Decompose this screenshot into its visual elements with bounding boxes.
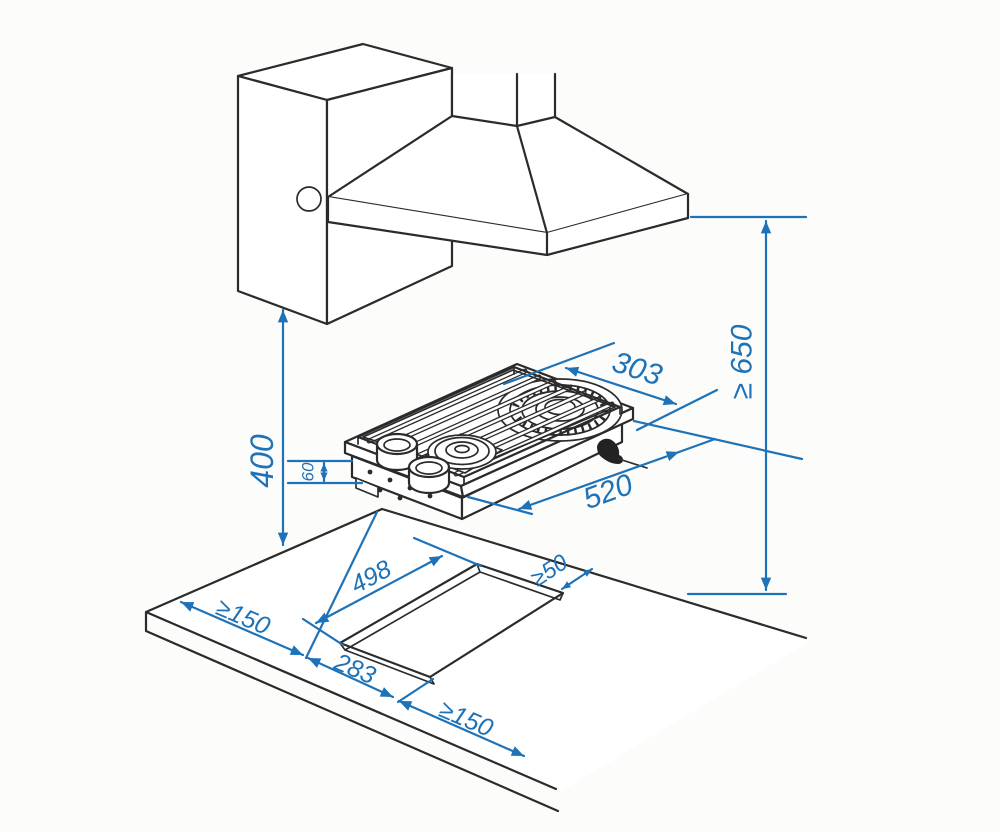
dim-line-520: [517, 450, 681, 511]
grate-corner-posts: [357, 366, 621, 485]
dim-worktop-to-cabinet-label: 400: [244, 434, 280, 488]
dim-line-150-left: [179, 600, 305, 657]
duct-hole-icon: [296, 186, 322, 212]
ext-line-303-right: [635, 388, 719, 432]
ext-line-520-right: [677, 437, 717, 454]
ext-line-520-left: [466, 495, 534, 516]
dim-line-498: [314, 554, 444, 625]
dim-hob-width-label: 520: [579, 468, 638, 516]
dim-hood-clearance-label: ≥ 650: [726, 324, 759, 399]
ext-line-hob-corner: [632, 419, 804, 461]
chimney-duct: [450, 72, 557, 128]
grate-bars: [366, 368, 615, 477]
dim-line-50: [560, 567, 594, 591]
ext-line-303-left: [502, 341, 616, 386]
hood-rim-edges: [326, 192, 690, 257]
dim-line-303: [564, 366, 678, 406]
control-knob-1: [375, 432, 419, 472]
dim-buildin-depth-label: 60: [299, 462, 318, 481]
ext-line-498-top: [412, 536, 483, 568]
chimney-edges: [450, 72, 557, 128]
countertop: [144, 507, 812, 813]
hood-canopy-edges: [326, 114, 690, 235]
control-knob-2: [407, 455, 451, 495]
dim-line-283: [306, 656, 395, 699]
ext-line-cutout-front: [396, 677, 435, 704]
cabinet-front-face: [236, 74, 329, 326]
cooker-hood: [326, 114, 690, 257]
ext-line-498-bottom: [301, 617, 345, 647]
dim-line-150-front: [397, 699, 526, 758]
gas-hob: [343, 362, 648, 521]
